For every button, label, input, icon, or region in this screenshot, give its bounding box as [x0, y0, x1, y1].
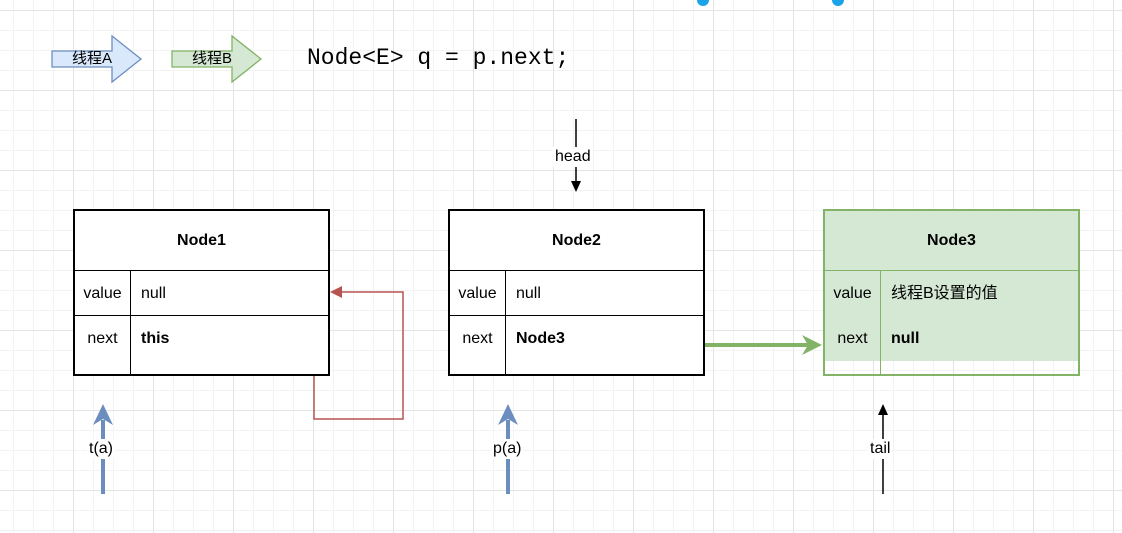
node2-next-row: next Node3 [450, 316, 703, 361]
legend-thread-a-label: 线程A [72, 50, 113, 67]
selection-handle[interactable] [832, 0, 844, 6]
node1-box[interactable]: Node1 value null next this [73, 209, 330, 376]
node1-value: null [141, 285, 166, 302]
legend-thread-b-label: 线程B [192, 50, 233, 67]
node2-to-node3-arrowhead [802, 335, 822, 355]
legend-thread-a-shape [51, 34, 143, 84]
p-pointer-arrowhead [498, 404, 518, 425]
node1-value-key: value [83, 285, 122, 302]
node2-title: Node2 [450, 211, 703, 271]
node1-next-key: next [87, 330, 118, 347]
legend-thread-b-shape [171, 34, 263, 84]
node2-value: null [516, 285, 541, 302]
tail-pointer-label: tail [868, 439, 893, 459]
tail-pointer-arrowhead [878, 404, 888, 415]
node3-title: Node3 [825, 211, 1078, 271]
self-reference-connector [313, 291, 404, 420]
head-label: head [553, 147, 593, 167]
node3-value: 线程B设置的值 [891, 285, 998, 302]
head-arrowhead [571, 181, 581, 192]
selection-handle[interactable] [697, 0, 709, 6]
node3-box[interactable]: Node3 value 线程B设置的值 next null [823, 209, 1080, 376]
code-statement: Node<E> q = p.next; [307, 45, 570, 71]
node1-title: Node1 [75, 211, 328, 271]
node3-next: null [891, 330, 920, 347]
node1-next: this [141, 330, 170, 347]
t-pointer-arrowhead [93, 404, 113, 425]
node3-next-key: next [837, 330, 868, 347]
node3-value-key: value [833, 285, 872, 302]
node1-next-row: next this [75, 316, 328, 361]
t-pointer-label: t(a) [87, 439, 115, 459]
node3-next-row: next null [825, 316, 1078, 361]
node2-value-key: value [458, 285, 497, 302]
node2-value-row: value null [450, 271, 703, 316]
node2-next-key: next [462, 330, 493, 347]
node1-column-divider [130, 271, 131, 374]
p-pointer-label: p(a) [491, 439, 524, 459]
node1-value-row: value null [75, 271, 328, 316]
node3-rows-background [825, 271, 1078, 361]
node3-column-divider [880, 271, 881, 374]
self-reference-arrowhead [330, 286, 342, 298]
node3-value-row: value 线程B设置的值 [825, 271, 1078, 316]
node2-next: Node3 [516, 330, 565, 347]
node2-column-divider [505, 271, 506, 374]
node2-box[interactable]: Node2 value null next Node3 [448, 209, 705, 376]
